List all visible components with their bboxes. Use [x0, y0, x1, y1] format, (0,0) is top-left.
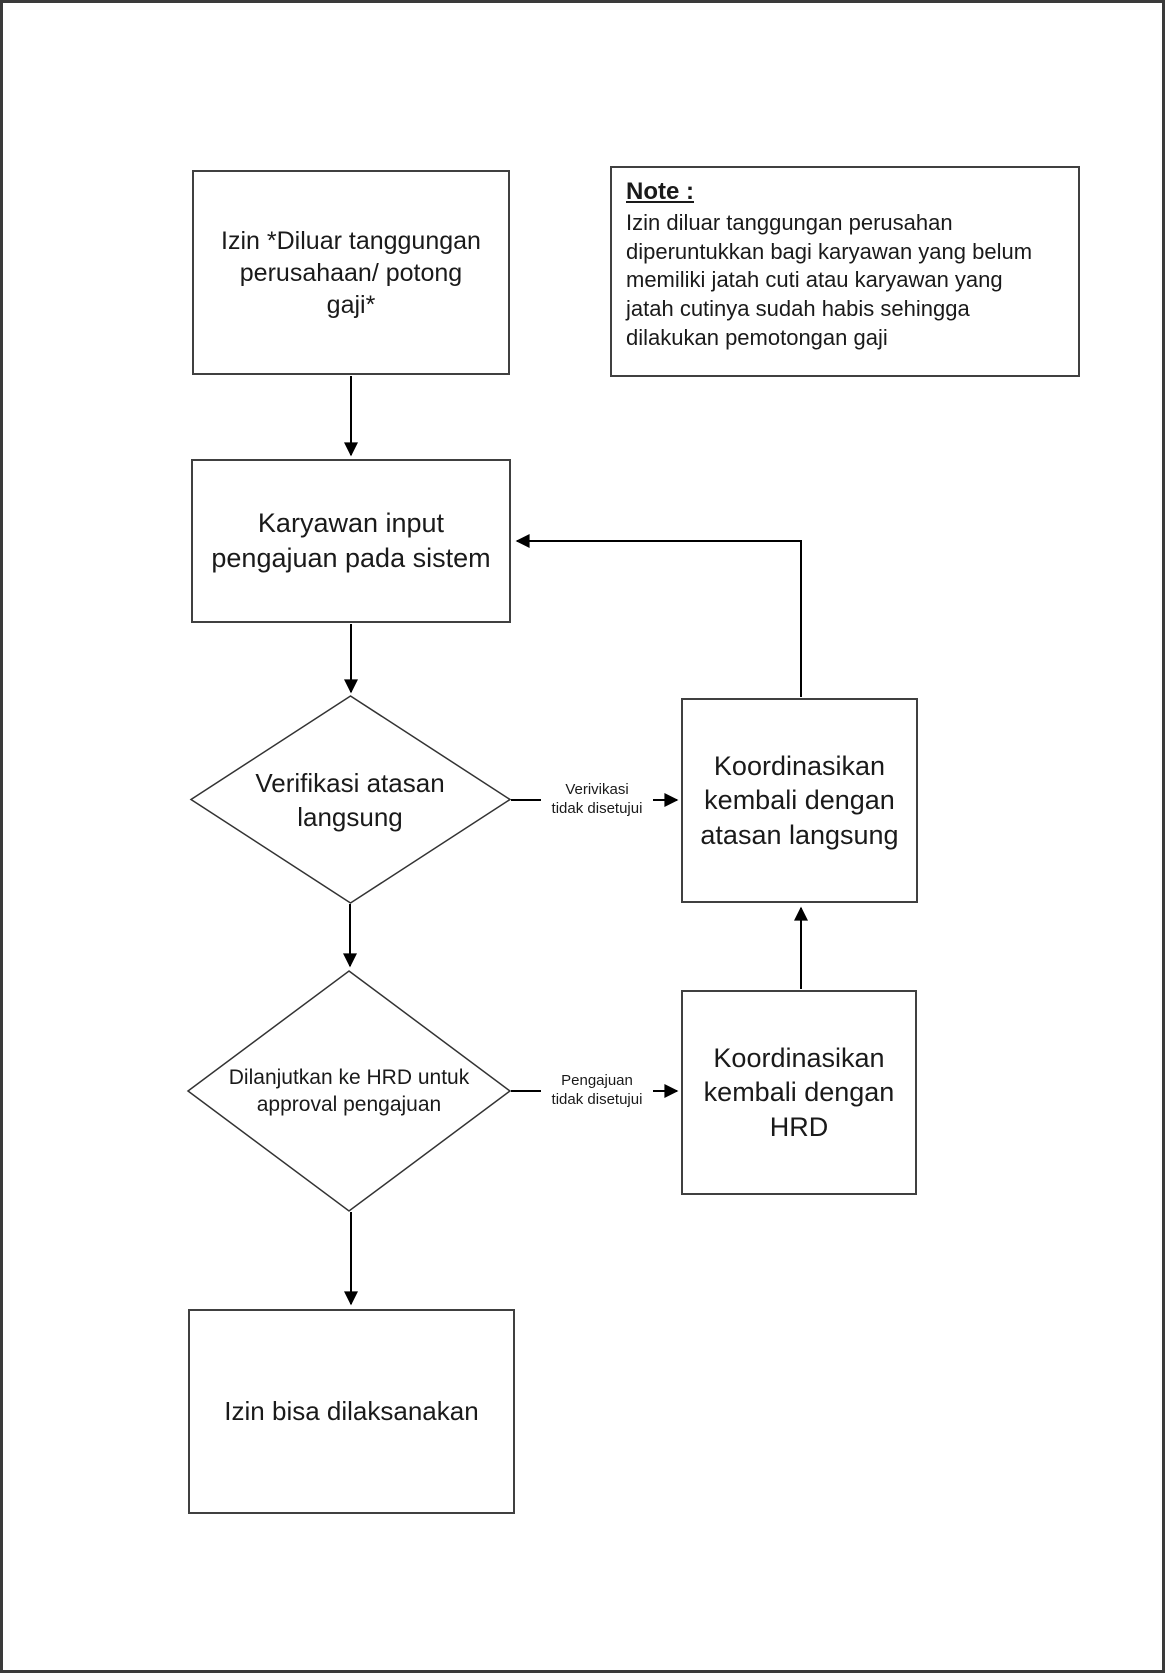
note-title: Note : [626, 178, 694, 205]
node-koordinasi-hrd-label: Koordinasikan kembali dengan HRD [703, 1042, 895, 1142]
edge-label-verifikasi-rejected: Verivikasi tidak disetujui [541, 775, 653, 825]
node-koordinasi-atasan-label: Koordinasikan kembali dengan atasan lang… [700, 750, 899, 850]
note-body: Izin diluar tanggungan perusahan diperun… [626, 210, 1033, 350]
node-end-label: Izin bisa dilaksanakan [224, 1395, 479, 1426]
flowchart-edges-layer [186, 376, 808, 1306]
node-koordinasi-atasan: Koordinasikan kembali dengan atasan lang… [681, 698, 918, 903]
decision-verify-label: Verifikasi atasan langsung [255, 767, 445, 832]
note-box: Note : Izin diluar tanggungan perusahan … [610, 166, 1080, 377]
node-start-label: Izin *Diluar tanggungan perusahaan/ poto… [221, 226, 481, 319]
decision-hrd-approval-shape [186, 970, 512, 1212]
node-input: Karyawan input pengajuan pada sistem [191, 459, 511, 623]
node-end: Izin bisa dilaksanakan [188, 1309, 515, 1514]
decision-hrd-approval-label: Dilanjutkan ke HRD untuk approval pengaj… [228, 1065, 470, 1116]
node-koordinasi-hrd: Koordinasikan kembali dengan HRD [681, 990, 917, 1195]
arrow-koordinasi-atasan-to-input [515, 534, 802, 697]
edge-label-pengajuan-rejected: Pengajuan tidak disetujui [541, 1066, 653, 1116]
node-start: Izin *Diluar tanggungan perusahaan/ poto… [192, 170, 510, 375]
decision-verify-shape [189, 695, 512, 904]
node-input-label: Karyawan input pengajuan pada sistem [211, 508, 491, 573]
